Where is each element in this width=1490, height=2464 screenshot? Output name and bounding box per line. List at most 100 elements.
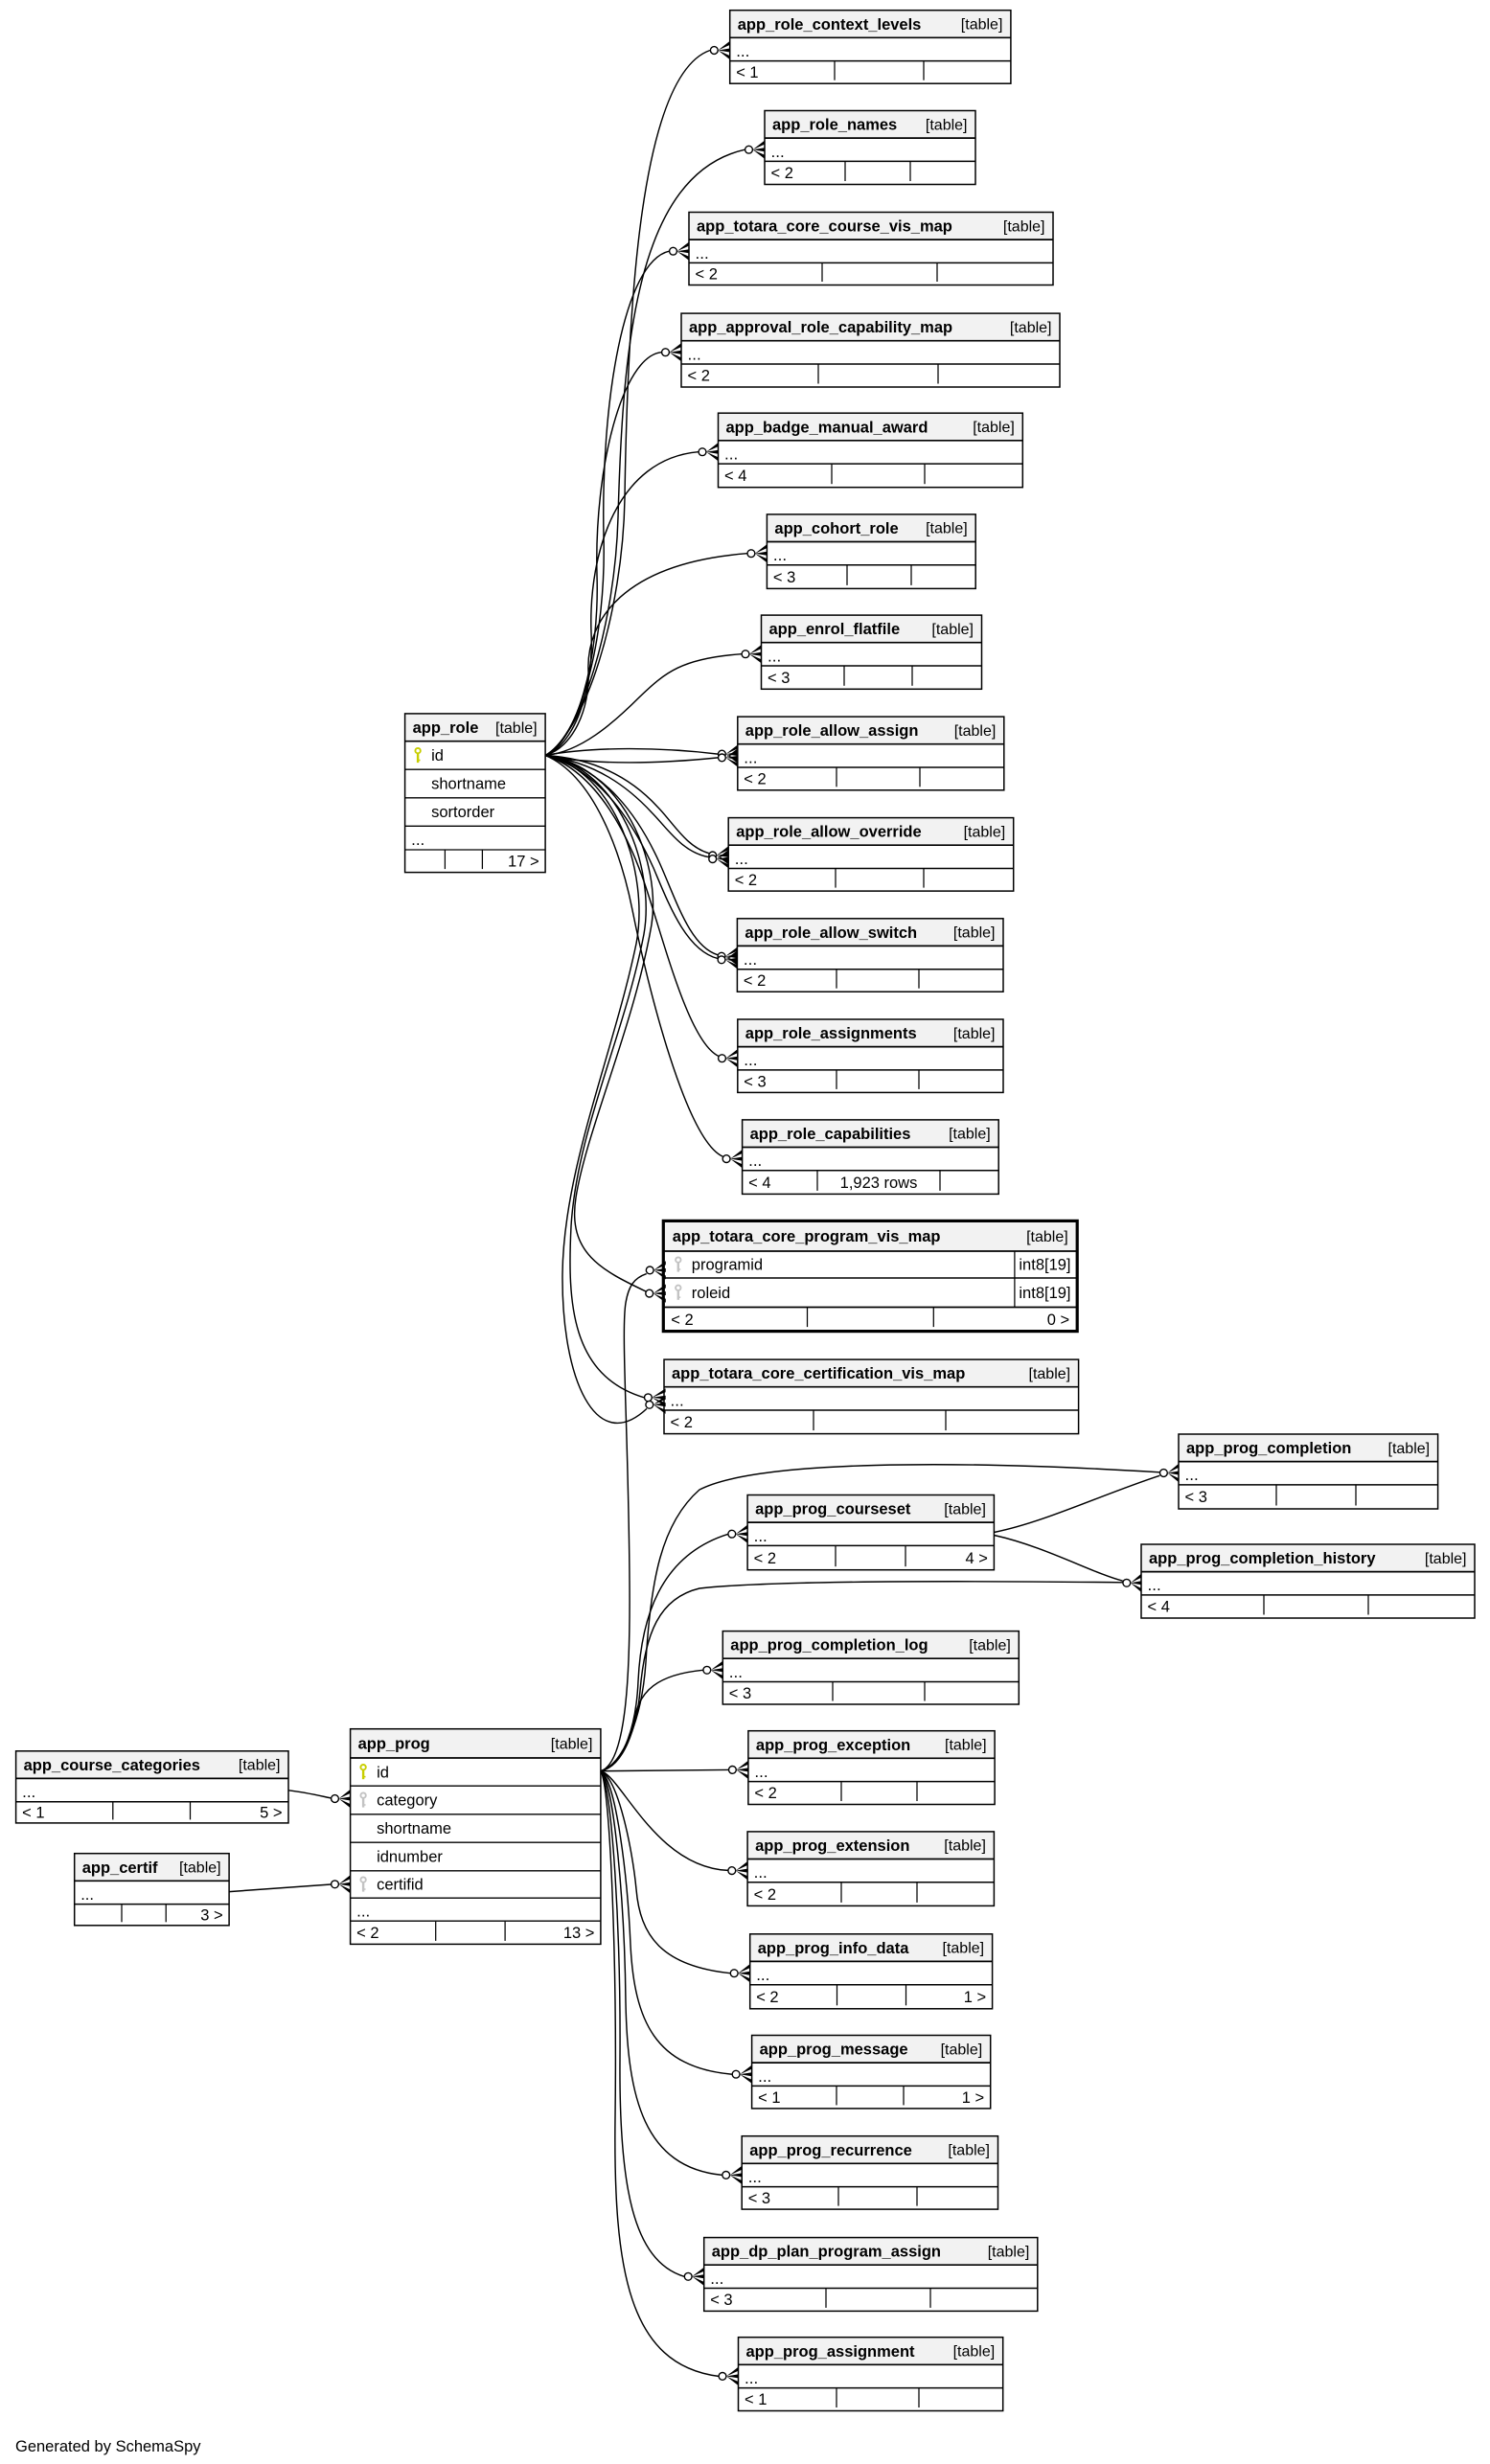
svg-text:[table]: [table] xyxy=(931,622,974,638)
svg-text:[table]: [table] xyxy=(1010,320,1052,336)
svg-text:app_totara_core_program_vis_ma: app_totara_core_program_vis_map xyxy=(673,1228,941,1245)
svg-text:...: ... xyxy=(22,1783,35,1801)
svg-text:[table]: [table] xyxy=(969,1637,1011,1654)
svg-text:app_cohort_role: app_cohort_role xyxy=(774,520,898,537)
svg-text:< 2: < 2 xyxy=(735,872,757,889)
svg-text:< 3: < 3 xyxy=(768,670,790,687)
svg-text:< 3: < 3 xyxy=(710,2292,732,2309)
svg-text:< 3: < 3 xyxy=(773,569,795,586)
svg-text:[table]: [table] xyxy=(941,2042,983,2058)
svg-text:[table]: [table] xyxy=(1388,1441,1431,1457)
svg-text:int8[19]: int8[19] xyxy=(1019,1285,1070,1302)
svg-text:...: ... xyxy=(754,1763,768,1781)
svg-text:< 4: < 4 xyxy=(724,468,746,485)
svg-text:app_prog: app_prog xyxy=(358,1736,430,1753)
svg-text:roleid: roleid xyxy=(692,1285,730,1302)
svg-text:[table]: [table] xyxy=(551,1736,593,1752)
svg-text:< 2: < 2 xyxy=(671,1312,693,1329)
svg-text:app_prog_completion_history: app_prog_completion_history xyxy=(1149,1550,1376,1567)
svg-text:[table]: [table] xyxy=(179,1860,221,1877)
svg-text:app_role_allow_switch: app_role_allow_switch xyxy=(745,924,917,942)
svg-text:< 2: < 2 xyxy=(754,1785,776,1802)
svg-text:...: ... xyxy=(411,831,424,849)
svg-text:[table]: [table] xyxy=(944,1501,986,1517)
svg-text:app_badge_manual_award: app_badge_manual_award xyxy=(726,419,928,436)
svg-text:...: ... xyxy=(724,445,738,463)
svg-text:...: ... xyxy=(745,2369,758,2387)
svg-text:id: id xyxy=(377,1764,389,1781)
svg-text:...: ... xyxy=(754,1863,768,1882)
svg-text:app_role_allow_override: app_role_allow_override xyxy=(736,824,922,841)
svg-text:app_role_capabilities: app_role_capabilities xyxy=(750,1126,911,1143)
svg-text:...: ... xyxy=(671,1391,684,1409)
svg-text:[table]: [table] xyxy=(973,420,1015,436)
svg-text:certifid: certifid xyxy=(377,1877,424,1894)
svg-text:[table]: [table] xyxy=(948,2143,990,2159)
svg-text:[table]: [table] xyxy=(988,2244,1030,2260)
svg-text:[table]: [table] xyxy=(495,720,538,737)
svg-text:app_course_categories: app_course_categories xyxy=(24,1757,200,1774)
svg-text:Generated by SchemaSpy: Generated by SchemaSpy xyxy=(15,2438,201,2455)
svg-text:< 1: < 1 xyxy=(745,2391,767,2408)
svg-text:< 2: < 2 xyxy=(688,368,710,385)
svg-text:...: ... xyxy=(729,1663,743,1681)
svg-text:< 2: < 2 xyxy=(356,1925,378,1942)
svg-text:shortname: shortname xyxy=(431,776,506,793)
svg-text:< 1: < 1 xyxy=(22,1805,44,1822)
svg-text:[table]: [table] xyxy=(953,1026,996,1042)
svg-text:app_prog_info_data: app_prog_info_data xyxy=(758,1940,910,1957)
svg-text:app_enrol_flatfile: app_enrol_flatfile xyxy=(769,621,901,638)
svg-text:...: ... xyxy=(754,1527,768,1545)
svg-text:< 2: < 2 xyxy=(671,1414,693,1431)
svg-text:app_certif: app_certif xyxy=(82,1859,158,1877)
svg-text:app_prog_completion: app_prog_completion xyxy=(1186,1440,1351,1457)
svg-text:< 1: < 1 xyxy=(758,2089,780,2107)
svg-text:app_role_assignments: app_role_assignments xyxy=(745,1025,917,1042)
svg-text:...: ... xyxy=(771,143,785,161)
svg-text:13 >: 13 > xyxy=(563,1925,595,1942)
svg-text:[table]: [table] xyxy=(954,723,997,740)
svg-text:...: ... xyxy=(688,345,701,363)
svg-text:[table]: [table] xyxy=(945,1738,987,1754)
svg-text:[table]: [table] xyxy=(1026,1229,1068,1245)
svg-text:...: ... xyxy=(1185,1466,1199,1484)
svg-text:< 2: < 2 xyxy=(696,266,718,284)
svg-text:< 1: < 1 xyxy=(736,64,758,81)
svg-text:...: ... xyxy=(758,2067,771,2086)
svg-text:app_prog_completion_log: app_prog_completion_log xyxy=(730,1637,928,1654)
svg-text:app_prog_exception: app_prog_exception xyxy=(756,1737,910,1754)
svg-text:< 4: < 4 xyxy=(748,1175,770,1192)
svg-text:...: ... xyxy=(696,244,709,262)
svg-text:category: category xyxy=(377,1792,438,1810)
svg-text:app_totara_core_course_vis_map: app_totara_core_course_vis_map xyxy=(697,218,952,236)
svg-text:app_prog_assignment: app_prog_assignment xyxy=(746,2343,916,2361)
svg-text:app_prog_recurrence: app_prog_recurrence xyxy=(749,2142,912,2159)
svg-text:< 2: < 2 xyxy=(756,1989,778,2006)
svg-text:3 >: 3 > xyxy=(200,1906,222,1924)
svg-text:app_dp_plan_program_assign: app_dp_plan_program_assign xyxy=(712,2244,941,2261)
svg-text:[table]: [table] xyxy=(953,2344,996,2361)
svg-text:5 >: 5 > xyxy=(260,1805,282,1822)
svg-text:programid: programid xyxy=(692,1257,763,1274)
svg-text:< 2: < 2 xyxy=(744,972,766,990)
svg-text:< 3: < 3 xyxy=(748,2190,770,2207)
svg-text:...: ... xyxy=(80,1886,94,1904)
svg-text:sortorder: sortorder xyxy=(431,804,495,821)
svg-text:[table]: [table] xyxy=(944,1838,986,1855)
svg-text:app_role: app_role xyxy=(413,719,479,737)
svg-text:int8[19]: int8[19] xyxy=(1019,1257,1070,1274)
svg-text:[table]: [table] xyxy=(1003,218,1045,235)
svg-text:...: ... xyxy=(744,748,757,766)
svg-text:app_prog_message: app_prog_message xyxy=(760,2042,908,2059)
svg-text:...: ... xyxy=(748,2168,762,2186)
svg-text:< 2: < 2 xyxy=(754,1886,776,1904)
svg-text:< 3: < 3 xyxy=(744,1073,766,1090)
svg-text:[table]: [table] xyxy=(926,521,968,537)
svg-text:< 4: < 4 xyxy=(1148,1599,1170,1616)
svg-text:...: ... xyxy=(748,1152,762,1170)
svg-text:...: ... xyxy=(773,546,787,564)
svg-text:[table]: [table] xyxy=(949,1127,991,1143)
svg-text:< 2: < 2 xyxy=(771,165,793,182)
svg-text:idnumber: idnumber xyxy=(377,1849,443,1866)
svg-text:4 >: 4 > xyxy=(965,1550,987,1567)
